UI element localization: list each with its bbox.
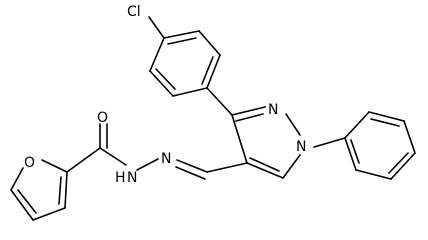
hydrazide-nh-label: H: [115, 170, 126, 186]
hydrazone-double-bond-b: [175, 166, 206, 180]
n-n-bond: [136, 158, 159, 171]
chlorophenyl-ring: [149, 30, 221, 97]
c4-methine-bond: [206, 162, 248, 173]
pyrazole-n2-label: N: [268, 102, 278, 118]
bonds: [10, 16, 416, 221]
furan-oxygen-label: O: [24, 155, 35, 171]
furan-ring: [10, 159, 68, 221]
phenyl-ring: [344, 111, 416, 180]
carbonyl-furan-bond: [66, 147, 101, 173]
pyrazole-ring: [231, 106, 301, 179]
molecule-diagram: Cl O O H N N N N: [10, 4, 416, 221]
pyrazole-n1-label: N: [296, 139, 306, 155]
aryl-pyrazole-bond: [206, 87, 233, 116]
c-cl-bond-segment: [148, 16, 165, 39]
hydrazone-double-bond-a: [176, 159, 208, 173]
carbonyl-oxygen-label: O: [97, 110, 108, 126]
n-carbonyl-bond: [99, 147, 127, 166]
hydrazone-n-label: N: [161, 151, 171, 167]
atom-labels: Cl O O H N N N N: [24, 4, 306, 186]
hydrazide-n-label: N: [127, 170, 137, 186]
chlorine-label: Cl: [127, 4, 141, 20]
n-phenyl-bond: [313, 137, 346, 148]
